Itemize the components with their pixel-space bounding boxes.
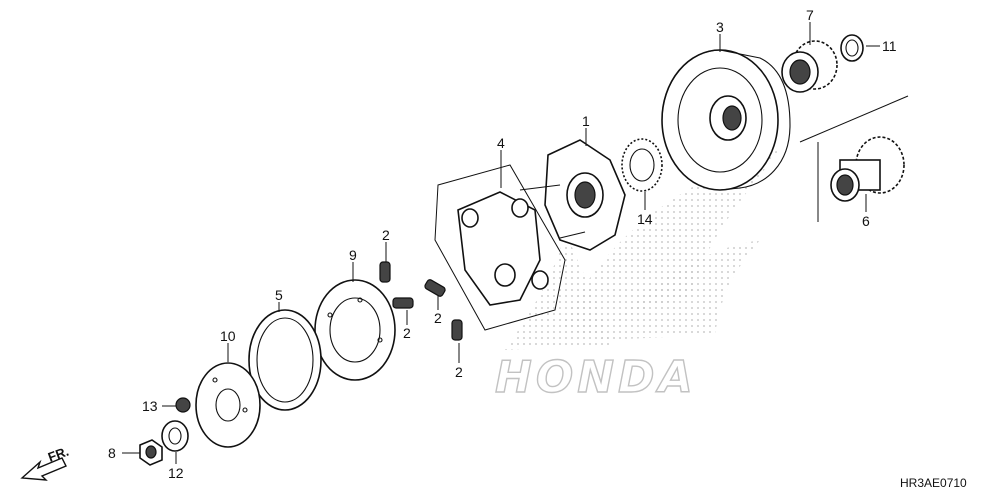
callout-2c: 2 — [434, 310, 442, 326]
callout-9: 9 — [349, 247, 357, 263]
callout-2d: 2 — [455, 364, 463, 380]
svg-text:HONDA: HONDA — [495, 352, 697, 403]
callout-12: 12 — [168, 465, 184, 481]
callout-2b: 2 — [403, 325, 411, 341]
callout-8: 8 — [108, 445, 116, 461]
callout-3: 3 — [716, 19, 724, 35]
callout-6: 6 — [862, 213, 870, 229]
part-one-way-clutch-14 — [621, 138, 663, 192]
front-direction-label: FR. — [46, 444, 71, 465]
callout-4: 4 — [497, 135, 505, 151]
callout-11: 11 — [882, 38, 897, 54]
callout-7: 7 — [806, 7, 814, 23]
part-side-plate-10 — [195, 362, 261, 448]
front-direction-arrow: FR. — [20, 444, 71, 481]
callout-1: 1 — [582, 113, 590, 129]
callout-labels: 1 2 2 2 2 3 4 5 6 7 8 9 10 11 12 13 14 — [108, 7, 897, 481]
part-clutch-outer — [661, 49, 791, 191]
part-clip-13 — [175, 397, 191, 413]
part-gear-6-inset — [799, 95, 909, 222]
part-drive-plate-1 — [519, 139, 626, 251]
part-ring-5 — [248, 309, 322, 411]
callout-leaders — [122, 22, 880, 464]
callout-10: 10 — [220, 328, 236, 344]
callout-2a: 2 — [382, 227, 390, 243]
part-clutch-weights-4 — [434, 164, 566, 331]
callout-13: 13 — [142, 398, 158, 414]
part-plate-9 — [314, 279, 396, 381]
part-gear-7 — [781, 40, 838, 93]
part-nut-8 — [139, 439, 163, 466]
part-springs-2 — [379, 261, 463, 341]
callout-5: 5 — [275, 287, 283, 303]
callout-14: 14 — [637, 211, 653, 227]
honda-wing-watermark — [505, 150, 780, 350]
honda-logo-lettering: HONDA — [494, 351, 697, 403]
reference-code: HR3AE0710 — [900, 476, 967, 490]
part-washer-11 — [840, 34, 864, 62]
part-washer-12 — [161, 420, 189, 452]
